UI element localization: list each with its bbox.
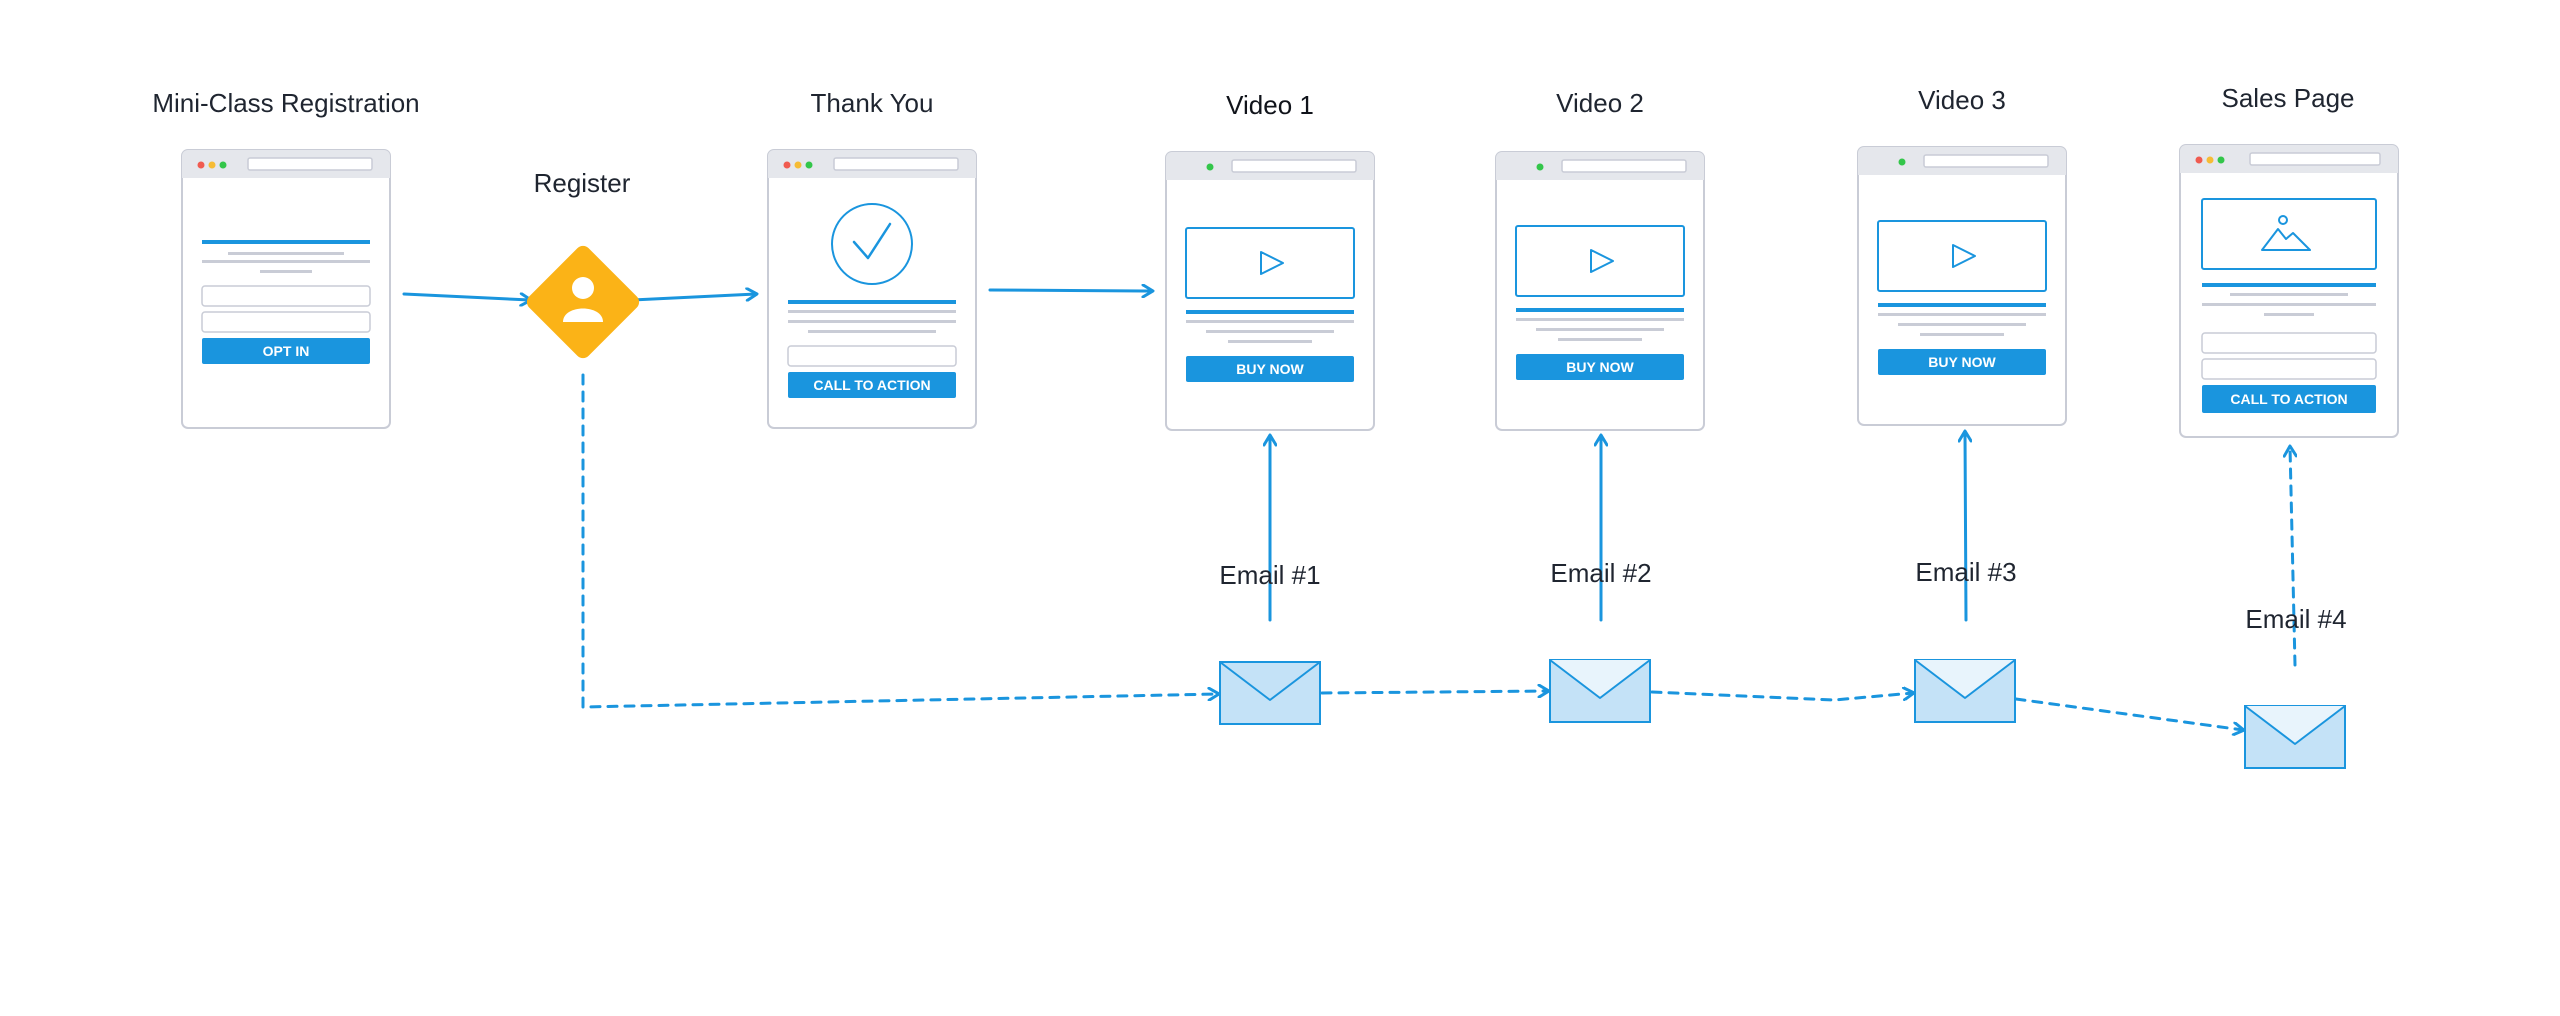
hero-image <box>2201 198 2377 270</box>
buy-now-button-label: BUY NOW <box>1236 361 1304 377</box>
video-player[interactable] <box>1515 225 1685 297</box>
page-video-2: BUY NOW <box>1495 151 1705 431</box>
play-icon[interactable] <box>1952 244 1976 268</box>
title-video-3: Video 3 <box>1918 85 2006 115</box>
play-icon[interactable] <box>1260 251 1284 275</box>
address-bar <box>2249 152 2381 166</box>
edge-email3-email4 <box>2014 697 2243 730</box>
page-registration: OPT IN <box>181 149 391 429</box>
checkmark-icon <box>831 203 913 285</box>
email-2-label: Email #2 <box>1550 558 1652 588</box>
buy-now-button[interactable] <box>1878 349 2046 375</box>
window-dot-green <box>805 161 813 169</box>
edge-register-email1 <box>581 373 1218 709</box>
title-registration: Mini-Class Registration <box>152 88 420 118</box>
buy-now-button[interactable] <box>1516 354 1684 380</box>
window-dot-yellow <box>794 161 802 169</box>
window-dot-red <box>197 161 205 169</box>
buy-now-button-label: BUY NOW <box>1566 359 1634 375</box>
email-3-label: Email #3 <box>1915 557 2017 587</box>
title-thank-you: Thank You <box>810 88 934 118</box>
edge-register-thankyou <box>630 294 756 300</box>
edges <box>402 290 2295 730</box>
window-dot-red <box>783 161 791 169</box>
email-1-label: Email #1 <box>1219 560 1321 590</box>
page-video-1: BUY NOW <box>1165 151 1375 431</box>
edge-email4-sales <box>2290 447 2295 667</box>
window-dot-yellow <box>2206 156 2214 164</box>
email-4-envelope-icon <box>2244 705 2346 769</box>
name-field[interactable] <box>201 285 371 307</box>
email-1-envelope-icon <box>1219 661 1321 725</box>
buy-now-button-label: BUY NOW <box>1928 354 1996 370</box>
opt-in-button[interactable] <box>202 338 370 364</box>
window-dot-green <box>1536 163 1544 171</box>
title-sales-page: Sales Page <box>2221 83 2355 113</box>
window-dot-green <box>1206 163 1214 171</box>
call-to-action-button[interactable] <box>2202 385 2376 413</box>
email-2-envelope-icon <box>1549 659 1651 723</box>
call-to-action-button[interactable] <box>788 372 956 398</box>
input-field[interactable] <box>787 345 957 367</box>
video-player[interactable] <box>1185 227 1355 299</box>
play-icon[interactable] <box>1590 249 1614 273</box>
title-video-1: Video 1 <box>1226 90 1314 120</box>
address-bar <box>1561 159 1687 173</box>
page-video-3: BUY NOW <box>1857 146 2067 426</box>
email-field[interactable] <box>2201 358 2377 380</box>
call-to-action-button-label: CALL TO ACTION <box>2230 391 2347 407</box>
title-video-2: Video 2 <box>1556 88 1644 118</box>
address-bar <box>1231 159 1357 173</box>
edge-registration-register <box>402 294 530 300</box>
buy-now-button[interactable] <box>1186 356 1354 382</box>
window-dot-red <box>2195 156 2203 164</box>
email-3-envelope-icon <box>1914 659 2016 723</box>
name-field[interactable] <box>2201 332 2377 354</box>
address-bar <box>833 157 959 171</box>
window-dot-yellow <box>208 161 216 169</box>
title-register: Register <box>533 168 631 198</box>
email-4-label: Email #4 <box>2245 604 2347 634</box>
address-bar <box>1923 154 2049 168</box>
window-dot-green <box>1898 158 1906 166</box>
video-player[interactable] <box>1877 220 2047 292</box>
page-thank-you: CALL TO ACTION <box>767 149 977 429</box>
email-field[interactable] <box>201 311 371 333</box>
opt-in-button-label: OPT IN <box>263 343 310 359</box>
edge-email1-email2 <box>1320 691 1548 693</box>
edge-email3-video3 <box>1965 432 1966 622</box>
edge-email2-email3 <box>1650 692 1913 702</box>
window-dot-green <box>2217 156 2225 164</box>
page-sales: CALL TO ACTION <box>2179 144 2399 438</box>
call-to-action-button-label: CALL TO ACTION <box>813 377 930 393</box>
edge-thankyou-video1 <box>988 290 1152 291</box>
user-icon <box>563 277 603 322</box>
register-node <box>526 245 640 359</box>
address-bar <box>247 157 373 171</box>
image-icon <box>2261 215 2311 251</box>
window-dot-green <box>219 161 227 169</box>
